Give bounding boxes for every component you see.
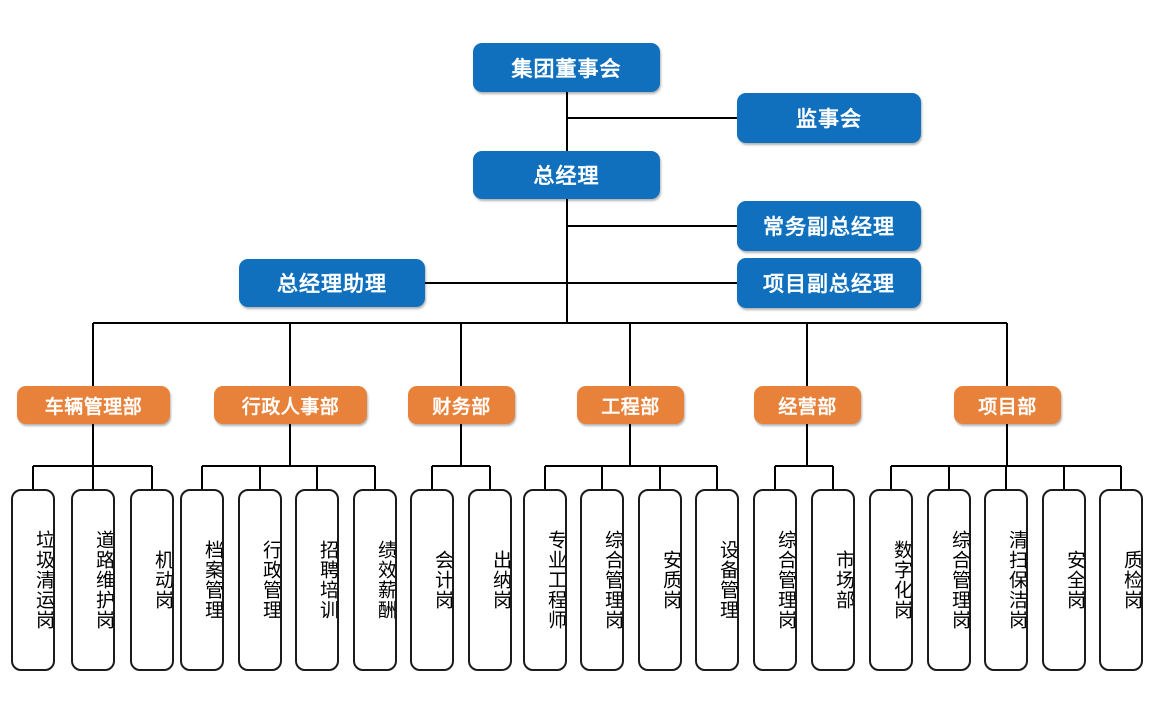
node-position-cashier[interactable]: 出纳岗 [468,489,512,671]
node-label: 安质岗 [660,550,682,610]
node-department-vehicle-management[interactable]: 车辆管理部 [17,386,170,424]
node-label: 绩效薪酬 [375,540,397,620]
node-label: 垃圾清运岗 [33,530,55,630]
node-label: 招聘培训 [317,540,339,620]
node-label: 总经理助理 [277,272,387,296]
node-label: 常务副总经理 [763,215,895,239]
node-label: 道路维护岗 [93,530,115,630]
node-label: 质检岗 [1121,550,1143,610]
node-department-engineering[interactable]: 工程部 [577,386,684,424]
node-general-manager-assistant[interactable]: 总经理助理 [239,259,425,307]
node-label: 综合管理岗 [602,530,624,630]
node-position-marketing[interactable]: 市场部 [811,489,855,671]
node-label: 经营部 [778,395,837,418]
node-supervisory-board[interactable]: 监事会 [737,93,921,143]
node-label: 行政人事部 [241,395,340,418]
node-department-operations[interactable]: 经营部 [754,386,861,424]
node-position-road-maintenance[interactable]: 道路维护岗 [71,489,115,671]
node-position-project-general-management[interactable]: 综合管理岗 [927,489,971,671]
node-label: 财务部 [432,395,491,418]
node-label: 出纳岗 [490,550,512,610]
node-position-cleaning-sanitation[interactable]: 清扫保洁岗 [984,489,1028,671]
node-label: 档案管理 [202,540,224,620]
node-position-performance-compensation[interactable]: 绩效薪酬 [353,489,397,671]
node-label: 行政管理 [260,540,282,620]
node-label: 集团董事会 [511,56,622,81]
node-label: 综合管理岗 [775,530,797,630]
node-position-professional-engineer[interactable]: 专业工程师 [523,489,567,671]
node-department-finance[interactable]: 财务部 [408,386,515,424]
node-label: 会计岗 [432,550,454,610]
node-position-safety[interactable]: 安全岗 [1042,489,1086,671]
node-label: 数字化岗 [891,540,913,620]
node-label: 车辆管理部 [44,395,143,418]
node-position-mobile-duty[interactable]: 机动岗 [130,489,174,671]
node-label: 项目部 [978,395,1037,418]
node-label: 监事会 [796,107,862,131]
node-label: 机动岗 [152,550,174,610]
node-project-vice-general-manager[interactable]: 项目副总经理 [737,258,921,308]
node-label: 专业工程师 [545,530,567,630]
node-position-safety-quality[interactable]: 安质岗 [638,489,682,671]
node-department-project[interactable]: 项目部 [954,386,1061,424]
node-position-equipment-management[interactable]: 设备管理 [695,489,739,671]
node-label: 市场部 [833,550,855,610]
node-label: 总经理 [533,164,600,188]
node-position-engineering-general-management[interactable]: 综合管理岗 [580,489,624,671]
node-label: 项目副总经理 [763,272,895,296]
node-position-digitalization[interactable]: 数字化岗 [869,489,913,671]
node-position-quality-inspection[interactable]: 质检岗 [1099,489,1143,671]
node-executive-vice-general-manager[interactable]: 常务副总经理 [737,201,921,251]
node-position-recruitment-training[interactable]: 招聘培训 [295,489,339,671]
node-label: 综合管理岗 [949,530,971,630]
node-general-manager[interactable]: 总经理 [473,151,660,199]
node-label: 工程部 [601,395,660,418]
node-label: 设备管理 [717,540,739,620]
node-position-operations-general-management[interactable]: 综合管理岗 [753,489,797,671]
node-label: 安全岗 [1064,550,1086,610]
node-board-of-directors[interactable]: 集团董事会 [473,43,660,92]
node-position-archive-management[interactable]: 档案管理 [180,489,224,671]
node-label: 清扫保洁岗 [1006,530,1028,630]
node-position-waste-removal[interactable]: 垃圾清运岗 [11,489,55,671]
node-department-admin-hr[interactable]: 行政人事部 [214,386,367,424]
node-position-administration[interactable]: 行政管理 [238,489,282,671]
node-position-accounting[interactable]: 会计岗 [410,489,454,671]
